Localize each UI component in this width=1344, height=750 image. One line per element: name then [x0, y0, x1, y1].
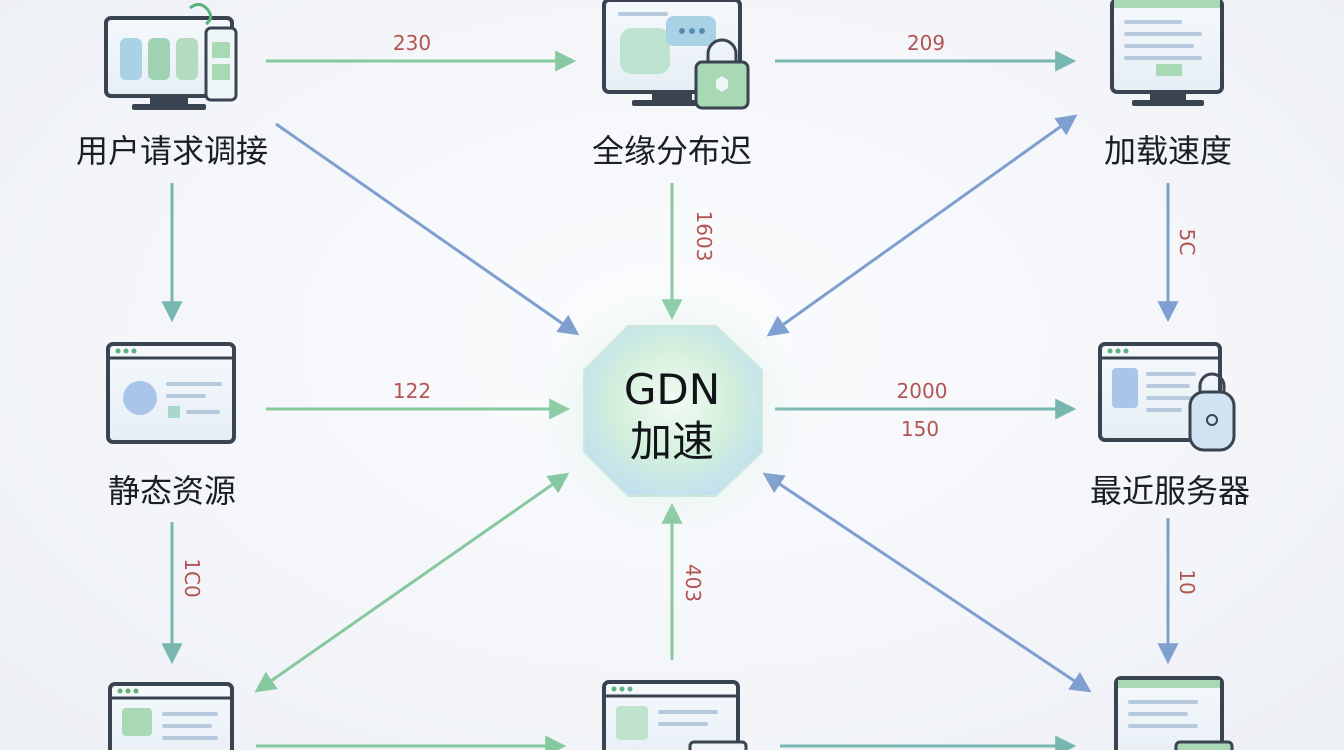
edge-label-speed-to-server: 5C [1175, 229, 1199, 256]
arrow-center-bottom-right [762, 472, 1092, 693]
node-static-resources: 静态资源 [106, 342, 236, 510]
center-title-gdn: GDN [624, 365, 720, 414]
node-user-request: 用户请求调接 [76, 3, 268, 170]
edge-label-server-to-bottom: 10 [1175, 569, 1199, 594]
center-node-gdn: GDN 加速 [537, 285, 807, 535]
center-octagon [583, 325, 763, 497]
monitor-with-phone-icon [104, 3, 238, 110]
node-label-static-resources: 静态资源 [108, 472, 236, 510]
arrow-center-speed [766, 114, 1078, 337]
node-bottom-left [108, 682, 234, 750]
edge-label-user-to-edge: 230 [393, 31, 431, 55]
edge-labels: 230 209 1603 5C 122 2000 150 1C0 403 10 [180, 31, 1199, 602]
arrows [161, 50, 1179, 750]
arrow-user-to-center [275, 122, 580, 336]
edge-label-center-to-server-bottom: 150 [901, 417, 939, 441]
node-bottom-mid [602, 680, 748, 750]
edge-label-bottom-to-center: 403 [681, 564, 705, 602]
arrow-center-bottom-left [254, 472, 570, 693]
edge-label-edge-to-speed: 209 [907, 31, 945, 55]
edge-label-center-to-server-top: 2000 [897, 379, 948, 403]
node-nearest-server: 最近服务器 [1090, 342, 1250, 510]
node-label-nearest-server: 最近服务器 [1090, 472, 1250, 510]
node-edge-distribution: 全缘分布迟 [592, 0, 752, 170]
browser-window-icon [602, 680, 748, 750]
node-label-edge-distribution: 全缘分布迟 [592, 132, 752, 170]
edge-label-edge-to-center: 1603 [692, 211, 716, 262]
node-bottom-right [1114, 676, 1234, 750]
node-label-load-speed: 加载速度 [1104, 132, 1232, 170]
browser-with-lock-icon [1098, 342, 1236, 452]
monitor-with-chat-lock-icon [602, 0, 750, 110]
browser-window-icon [108, 682, 234, 750]
monitor-document-icon [1110, 0, 1224, 106]
node-load-speed: 加载速度 [1104, 0, 1232, 170]
edge-label-static-to-bottom: 1C0 [180, 558, 204, 597]
edge-label-static-to-center: 122 [393, 379, 431, 403]
monitor-document-icon [1114, 676, 1234, 750]
node-label-user-request: 用户请求调接 [76, 132, 268, 170]
center-title-accelerate: 加速 [630, 417, 714, 466]
browser-window-icon [106, 342, 236, 444]
